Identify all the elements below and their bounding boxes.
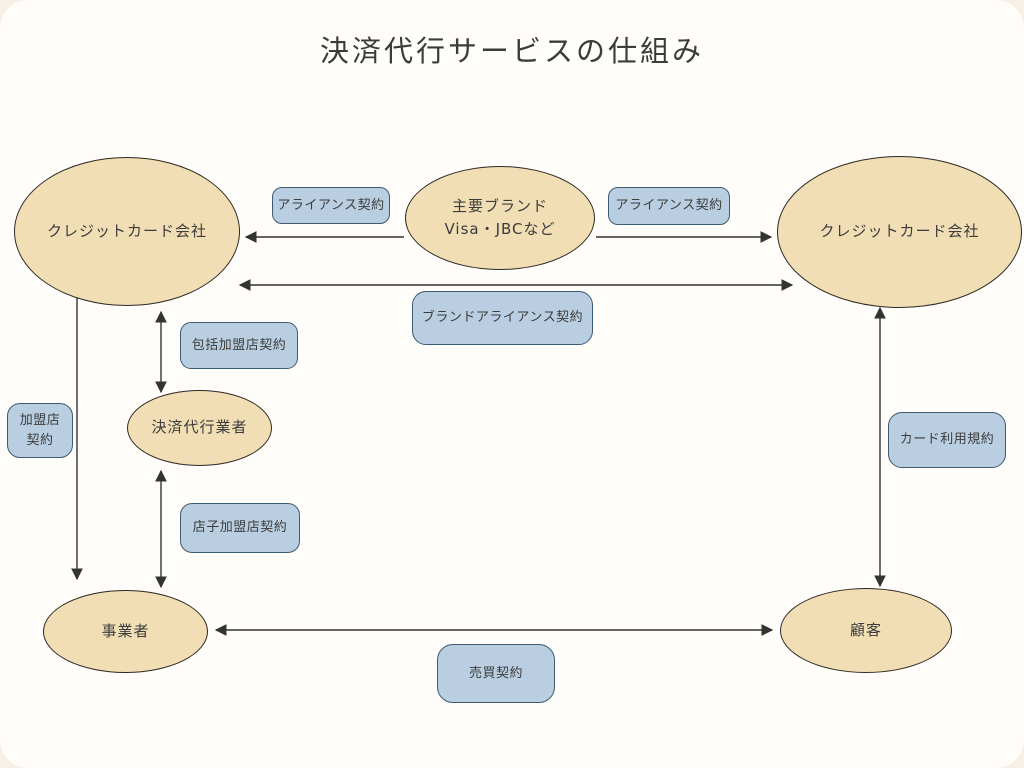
contract-label: 包括加盟店契約 (191, 337, 287, 353)
contract-label: アライアンス契約 (615, 198, 723, 214)
contract-label: 店子加盟店契約 (192, 520, 288, 536)
contract-label-line2: 契約 (26, 432, 54, 448)
node-label-line1: 主要ブランド (451, 196, 548, 215)
contract-label: ブランドアライアンス契約 (421, 310, 584, 326)
node-credit-card-company-right: クレジットカード会社 (777, 156, 1022, 308)
contract-label: カード利用規約 (899, 432, 995, 448)
label-tenant-merchant-contract: 店子加盟店契約 (180, 503, 300, 553)
label-sales-contract: 売買契約 (437, 644, 555, 703)
contract-label: 売買契約 (468, 665, 523, 681)
label-comprehensive-merchant-contract: 包括加盟店契約 (180, 322, 298, 369)
node-business-operator: 事業者 (43, 590, 208, 673)
contract-label-line1: 加盟店 (19, 413, 61, 428)
node-credit-card-company-left: クレジットカード会社 (14, 157, 240, 306)
label-alliance-contract-right: アライアンス契約 (608, 187, 730, 225)
node-label: 顧客 (849, 620, 882, 639)
node-label: クレジットカード会社 (819, 222, 980, 241)
node-major-brands: 主要ブランド Visa・JBCなど (405, 166, 595, 270)
node-label-line2: Visa・JBCなど (444, 220, 556, 238)
label-merchant-contract: 加盟店 契約 (7, 403, 73, 458)
page-title: 決済代行サービスの仕組み (319, 34, 704, 68)
label-brand-alliance-contract: ブランドアライアンス契約 (412, 291, 593, 345)
node-label: 決済代行業者 (151, 418, 248, 437)
node-payment-service-provider: 決済代行業者 (127, 390, 272, 466)
label-alliance-contract-left: アライアンス契約 (272, 187, 390, 224)
node-label: 事業者 (101, 621, 150, 640)
contract-label: アライアンス契約 (277, 197, 385, 213)
node-customer: 顧客 (780, 588, 952, 673)
node-label: クレジットカード会社 (46, 221, 207, 240)
label-card-terms-of-use: カード利用規約 (888, 412, 1006, 468)
